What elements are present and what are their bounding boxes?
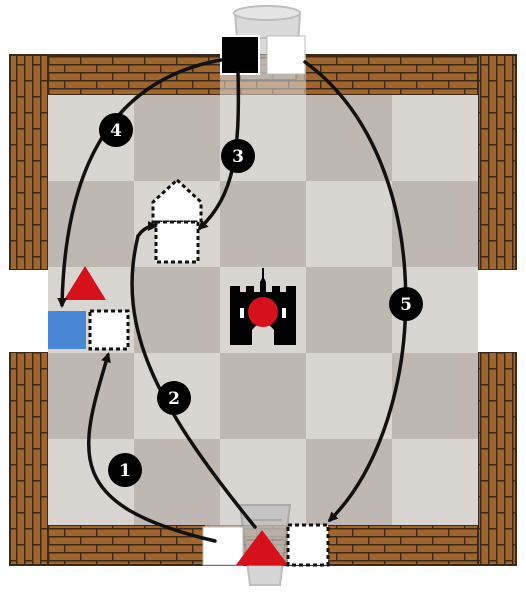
floor-tile [392, 439, 478, 525]
wall-right-upper [478, 55, 516, 270]
wall-right-lower [478, 352, 516, 565]
floor-tile [306, 439, 392, 525]
opening-left [0, 270, 48, 352]
floor-tile [220, 353, 306, 439]
floor-tile [306, 181, 392, 267]
floor-tile [48, 181, 134, 267]
step-marker-4: 4 [99, 113, 133, 147]
white-tile-bottom[interactable] [203, 527, 243, 565]
blue-tile-left[interactable] [48, 311, 86, 349]
step-marker-5: 5 [389, 287, 423, 321]
wall-left-lower [10, 352, 48, 565]
step-label-5: 5 [400, 295, 412, 315]
step-label-2: 2 [168, 389, 180, 409]
target-tile-center[interactable] [156, 222, 198, 262]
floor-tile [220, 181, 306, 267]
step-marker-1: 1 [108, 453, 142, 487]
black-tile-top[interactable] [221, 36, 259, 74]
step-marker-3: 3 [221, 139, 255, 173]
white-tile-top[interactable] [267, 36, 305, 74]
floor-tile [392, 95, 478, 181]
step-label-3: 3 [232, 147, 244, 167]
floor-tile [134, 95, 220, 181]
wall-left-upper [10, 55, 48, 270]
floor-tile [306, 353, 392, 439]
floor-tile [306, 267, 392, 353]
target-tile-left[interactable] [90, 311, 128, 349]
castle-red-marker [248, 297, 278, 327]
floor-tile [392, 353, 478, 439]
floor-tile [134, 439, 220, 525]
opening-right [478, 270, 526, 352]
target-tile-bottom[interactable] [288, 525, 328, 565]
step-marker-2: 2 [157, 381, 191, 415]
floor-tile [134, 267, 220, 353]
step-label-1: 1 [119, 461, 131, 481]
step-label-4: 4 [110, 121, 122, 141]
